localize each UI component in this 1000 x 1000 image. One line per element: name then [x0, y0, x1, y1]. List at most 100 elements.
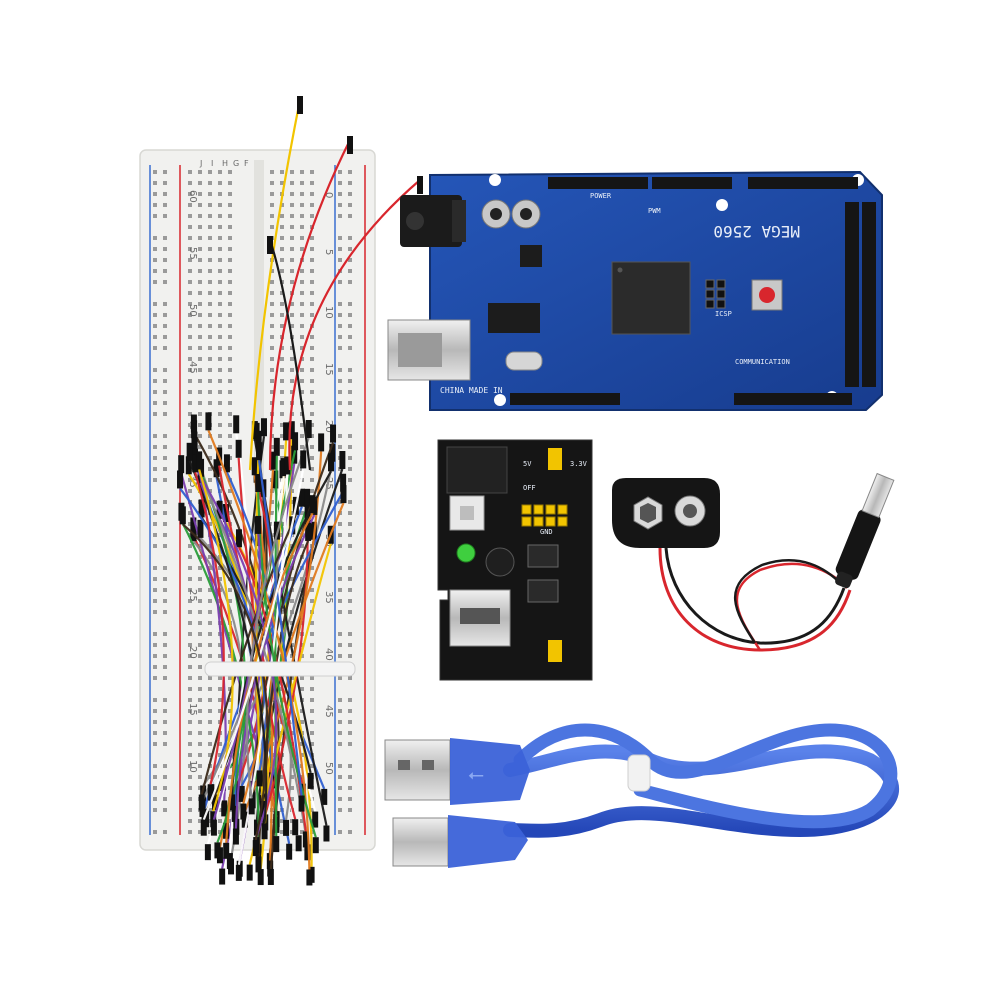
jumper-wire-head — [280, 458, 287, 477]
breadboard-hole — [280, 170, 284, 174]
breadboard-hole — [153, 478, 157, 482]
header-strip-top-right — [748, 177, 858, 189]
breadboard-hole — [163, 698, 167, 702]
breadboard-hole — [270, 170, 274, 174]
breadboard-hole — [198, 588, 202, 592]
breadboard-hole — [163, 731, 167, 735]
breadboard-hole — [280, 379, 284, 383]
breadboard-hole — [348, 797, 352, 801]
module-label-off: OFF — [523, 484, 536, 492]
breadboard-hole — [198, 698, 202, 702]
breadboard-hole — [188, 819, 192, 823]
jumper-wire-head — [231, 805, 238, 822]
breadboard-hole — [198, 269, 202, 273]
yellow-jumper — [548, 640, 562, 662]
jumper-wire — [200, 476, 309, 845]
mount-hole — [494, 394, 506, 406]
breadboard-hole — [310, 588, 314, 592]
breadboard-hole — [163, 181, 167, 185]
breadboard-hole — [348, 214, 352, 218]
breadboard-hole — [188, 698, 192, 702]
breadboard-hole — [280, 203, 284, 207]
breadboard-hole — [338, 720, 342, 724]
breadboard-hole — [198, 665, 202, 669]
breadboard-hole — [208, 368, 212, 372]
breadboard-hole — [310, 599, 314, 603]
breadboard-hole — [290, 225, 294, 229]
icsp-pin — [705, 299, 715, 309]
jumper-wire — [206, 433, 250, 845]
breadboard-hole — [153, 170, 157, 174]
breadboard-hole — [188, 753, 192, 757]
breadboard-hole — [228, 357, 232, 361]
breadboard-hole — [300, 313, 304, 317]
breadboard-hole — [310, 643, 314, 647]
breadboard-hole — [338, 214, 342, 218]
breadboard-hole — [188, 621, 192, 625]
breadboard-hole — [208, 225, 212, 229]
breadboard-hole — [218, 401, 222, 405]
jumper-wire-head — [340, 473, 347, 492]
breadboard-hole — [198, 346, 202, 350]
breadboard-hole — [153, 665, 157, 669]
jumper-wire-head — [191, 437, 198, 456]
breadboard-hole — [310, 258, 314, 262]
breadboard-hole — [310, 467, 314, 471]
breadboard-hole — [198, 192, 202, 196]
breadboard-hole — [188, 335, 192, 339]
jumper-wire-head — [259, 800, 266, 817]
regulator — [527, 579, 559, 603]
breadboard-hole — [310, 445, 314, 449]
breadboard-hole — [198, 742, 202, 746]
header-strip-top-mid — [652, 177, 732, 189]
breadboard-hole — [198, 445, 202, 449]
breadboard-hole — [338, 478, 342, 482]
breadboard-hole — [310, 434, 314, 438]
breadboard-hole — [228, 588, 232, 592]
jumper-wire-head — [273, 437, 280, 456]
breadboard-hole — [218, 379, 222, 383]
breadboard-hole — [153, 511, 157, 515]
jumper-wire — [194, 472, 225, 785]
breadboard-hole — [310, 346, 314, 350]
jumper-wire-head — [219, 868, 226, 885]
breadboard-hole — [228, 181, 232, 185]
breadboard-hole — [338, 170, 342, 174]
breadboard-hole — [153, 698, 157, 702]
breadboard-hole — [270, 214, 274, 218]
breadboard-hole — [338, 533, 342, 537]
breadboard-hole — [218, 357, 222, 361]
breadboard-hole — [153, 775, 157, 779]
breadboard-hole — [163, 775, 167, 779]
breadboard-hole — [188, 588, 192, 592]
breadboard-hole — [153, 610, 157, 614]
breadboard-hole — [153, 654, 157, 658]
breadboard-hole — [198, 599, 202, 603]
breadboard-hole — [310, 357, 314, 361]
breadboard-hole — [338, 335, 342, 339]
breadboard-hole — [290, 302, 294, 306]
breadboard-hole — [338, 610, 342, 614]
breadboard-hole — [198, 324, 202, 328]
breadboard-hole — [338, 280, 342, 284]
breadboard-hole — [153, 324, 157, 328]
breadboard-hole — [338, 192, 342, 196]
breadboard-hole — [153, 456, 157, 460]
breadboard-hole — [163, 533, 167, 537]
breadboard-hole — [338, 522, 342, 526]
breadboard-hole — [270, 346, 274, 350]
breadboard-hole — [280, 423, 284, 427]
breadboard-hole — [163, 786, 167, 790]
breadboard-hole — [153, 808, 157, 812]
breadboard-hole — [300, 445, 304, 449]
jumper-wire-head — [191, 420, 198, 439]
breadboard-hole — [348, 786, 352, 790]
module-header-pin — [545, 504, 556, 515]
breadboard-hole — [228, 324, 232, 328]
breadboard-hole — [270, 357, 274, 361]
breadboard-hole — [300, 181, 304, 185]
breadboard-hole — [290, 775, 294, 779]
breadboard-hole — [188, 214, 192, 218]
breadboard-hole — [218, 687, 222, 691]
jumper-wire-head — [340, 485, 347, 504]
